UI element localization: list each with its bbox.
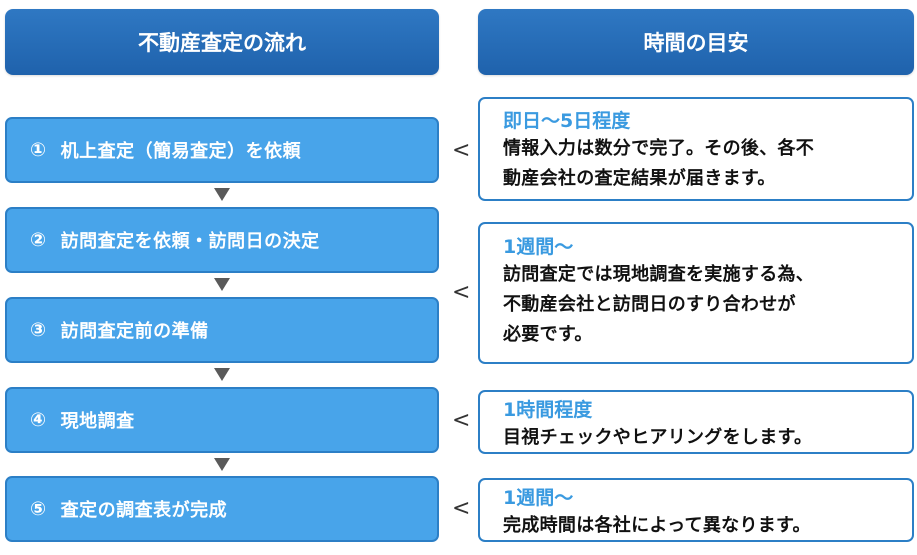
step-number: ② xyxy=(30,229,47,251)
down-arrow-icon xyxy=(214,188,230,201)
step-number: ③ xyxy=(30,319,47,341)
time-note-line: 不動産会社と訪問日のすり合わせが xyxy=(503,294,796,315)
step-number: ⑤ xyxy=(30,498,47,520)
down-arrow-icon xyxy=(214,278,230,291)
step-label: 訪問査定を依頼・訪問日の決定 xyxy=(60,231,320,252)
pointer-icon: < xyxy=(452,280,471,305)
time-note-3: 1時間程度 目視チェックやヒアリングをします。 xyxy=(478,390,914,454)
pointer-icon: < xyxy=(452,408,471,433)
time-note-title: 1週間〜 xyxy=(503,236,574,258)
flow-header: 不動産査定の流れ xyxy=(5,9,439,75)
time-note-line: 情報入力は数分で完了。その後、各不 xyxy=(503,138,815,159)
step-label: 現地調査 xyxy=(60,411,135,432)
down-arrow-icon xyxy=(214,458,230,471)
pointer-icon: < xyxy=(452,138,471,163)
time-note-4: 1週間〜 完成時間は各社によって異なります。 xyxy=(478,478,914,542)
step-5: ⑤ 査定の調査表が完成 xyxy=(5,476,439,542)
time-note-title: 1週間〜 xyxy=(503,487,574,509)
step-label: 査定の調査表が完成 xyxy=(60,500,228,521)
step-3: ③ 訪問査定前の準備 xyxy=(5,297,439,363)
time-note-line: 必要です。 xyxy=(503,324,593,345)
time-note-title: 1時間程度 xyxy=(503,399,593,421)
step-label: 机上査定（簡易査定）を依頼 xyxy=(60,141,302,162)
step-4: ④ 現地調査 xyxy=(5,387,439,453)
time-note-line: 動産会社の査定結果が届きます。 xyxy=(503,168,776,189)
time-note-2: 1週間〜 訪問査定では現地調査を実施する為、 不動産会社と訪問日のすり合わせが … xyxy=(478,222,914,364)
time-note-line: 訪問査定では現地調査を実施する為、 xyxy=(503,264,815,285)
step-1: ① 机上査定（簡易査定）を依頼 xyxy=(5,117,439,183)
step-2: ② 訪問査定を依頼・訪問日の決定 xyxy=(5,207,439,273)
time-note-title: 即日〜5日程度 xyxy=(503,110,631,132)
step-number: ① xyxy=(30,139,47,161)
step-number: ④ xyxy=(30,409,47,431)
time-header: 時間の目安 xyxy=(478,9,914,75)
step-label: 訪問査定前の準備 xyxy=(60,321,209,342)
time-note-1: 即日〜5日程度 情報入力は数分で完了。その後、各不 動産会社の査定結果が届きます… xyxy=(478,97,914,201)
time-note-line: 目視チェックやヒアリングをします。 xyxy=(503,427,813,448)
down-arrow-icon xyxy=(214,368,230,381)
time-note-line: 完成時間は各社によって異なります。 xyxy=(503,515,811,536)
pointer-icon: < xyxy=(452,496,471,521)
